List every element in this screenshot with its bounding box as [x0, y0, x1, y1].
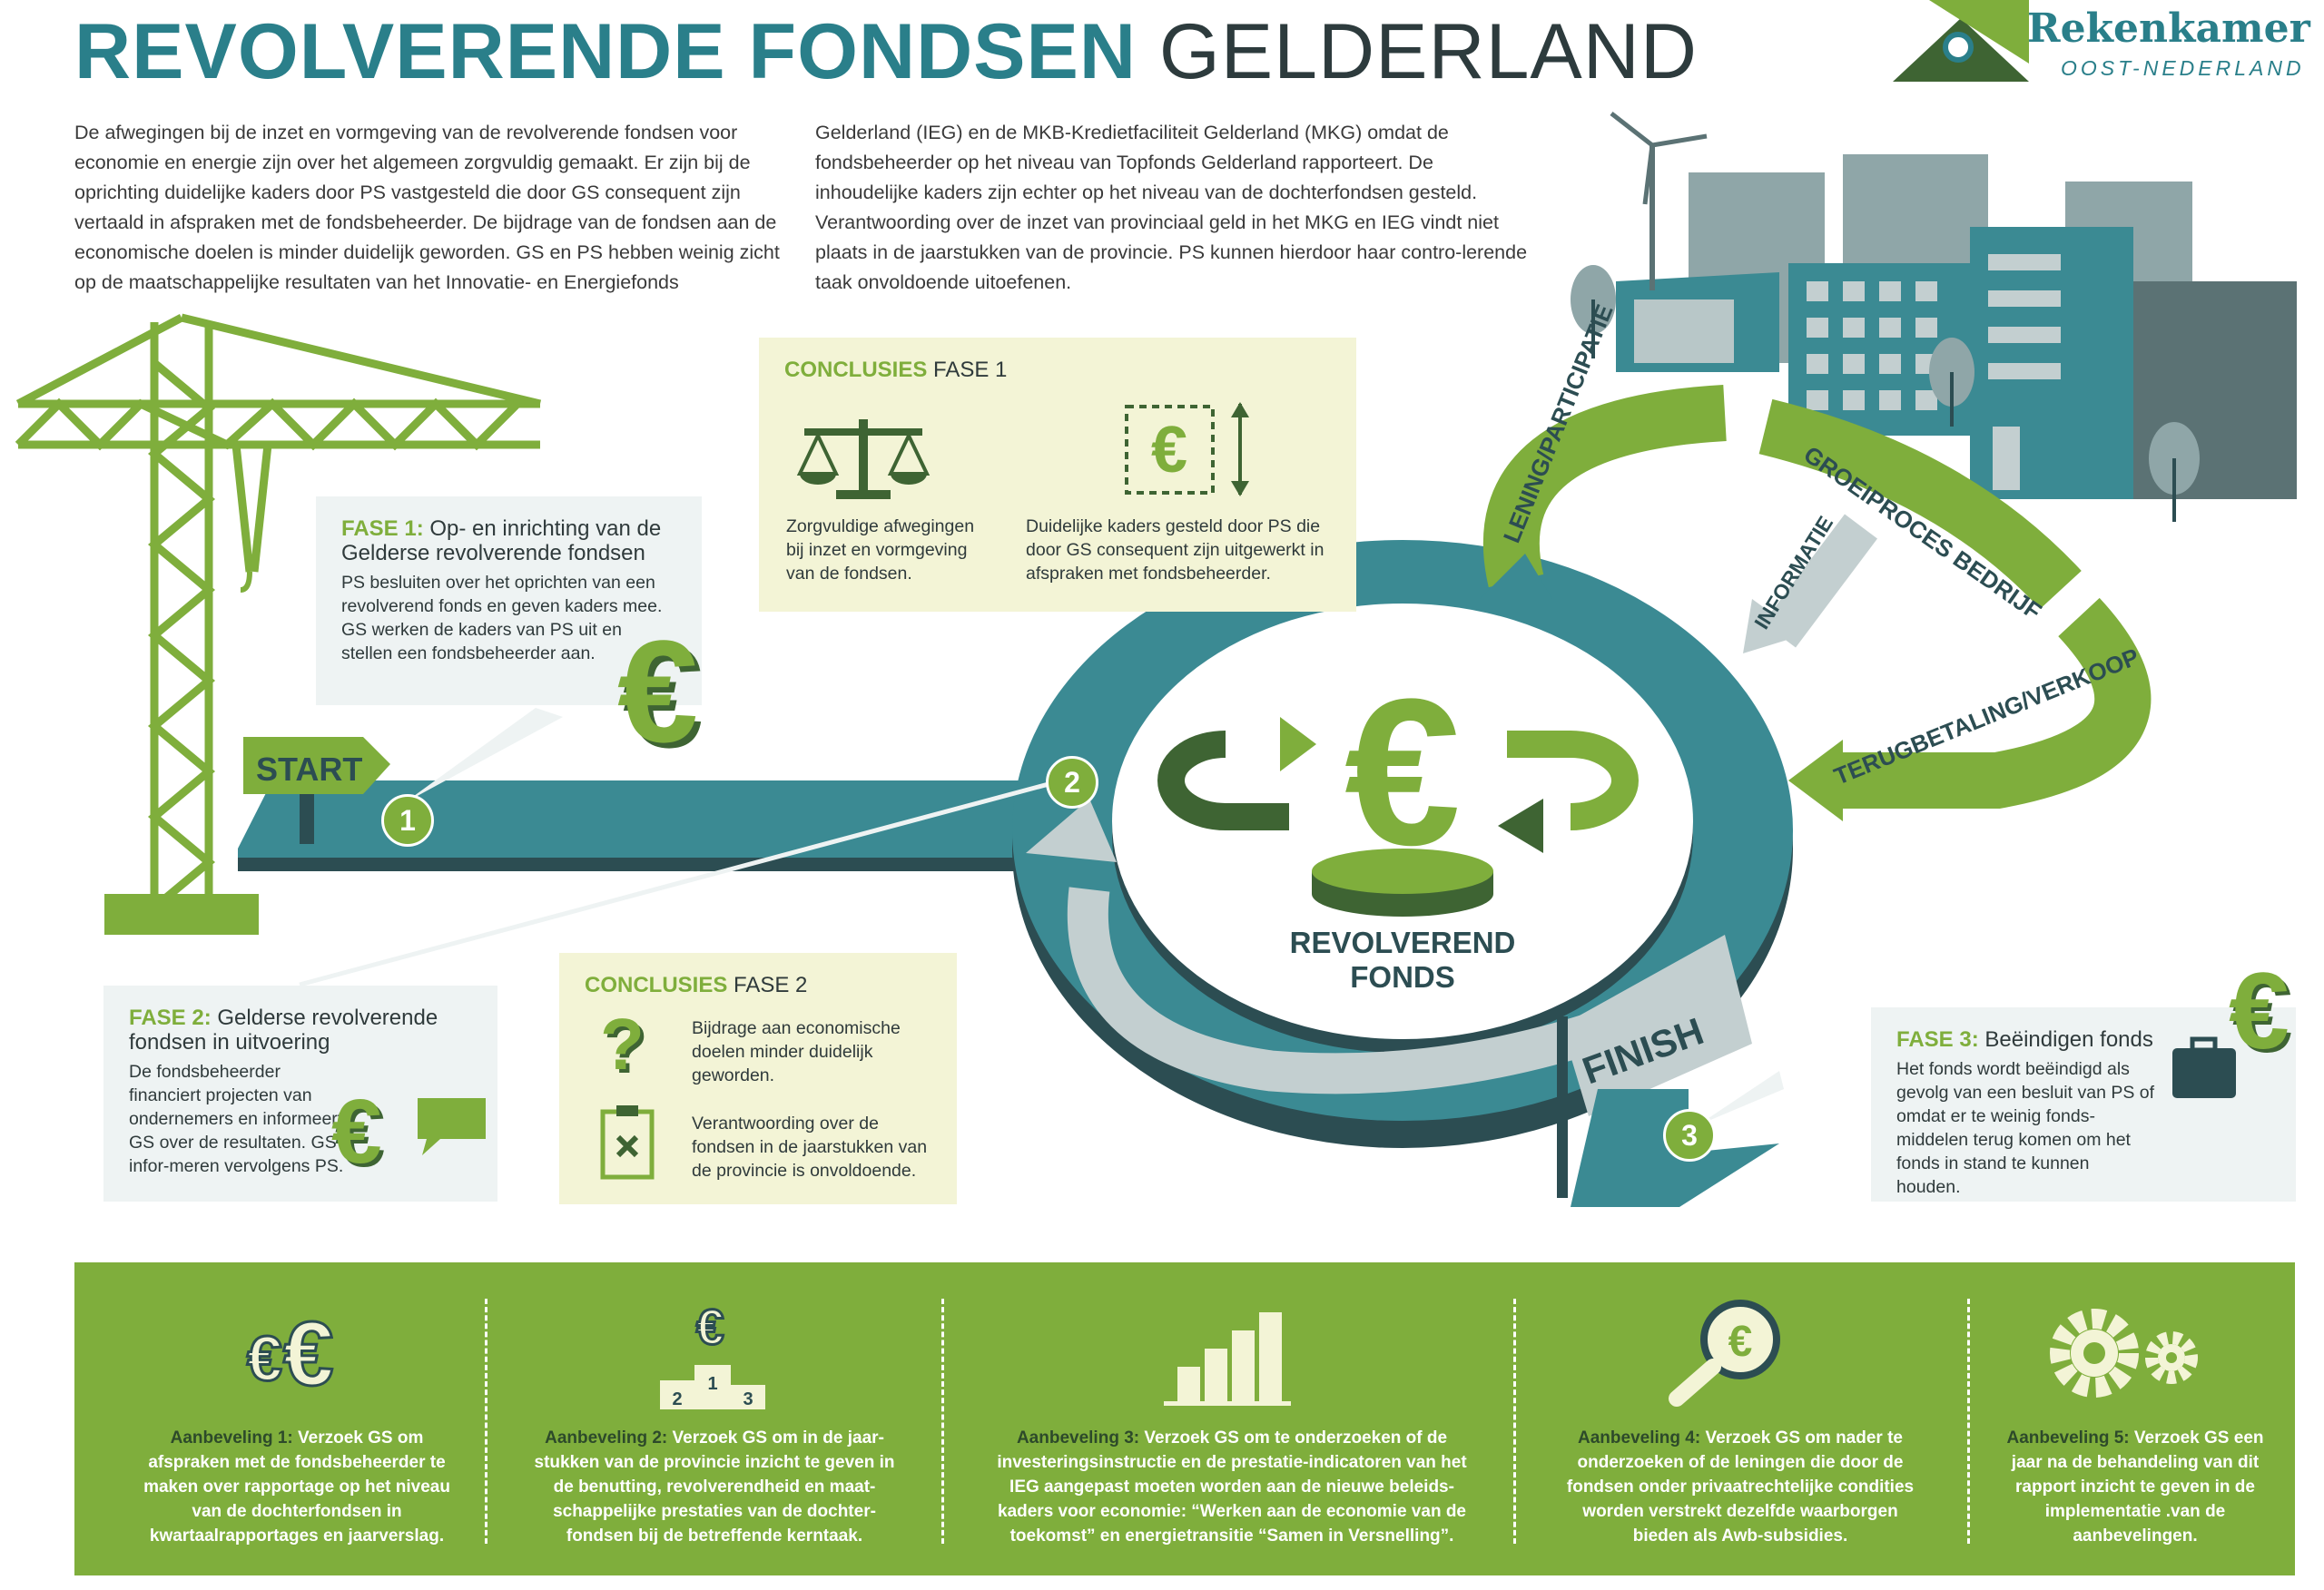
step-badge-1: 1 — [381, 794, 434, 847]
speech-bubble-icon — [418, 1098, 486, 1155]
fase2-title: FASE 2: Gelderse revolverende fondsen in… — [129, 1006, 438, 1055]
euro-character-icon: € — [331, 1081, 382, 1183]
gears-icon — [2050, 1309, 2198, 1398]
conclusies-fase1: CONCLUSIES FASE 1 € Zorgvuldige afweging… — [759, 338, 1356, 612]
road — [238, 780, 1053, 871]
conclusie1-item2: Duidelijke kaders gesteld door PS die do… — [1026, 516, 1324, 584]
fase1-box: FASE 1: Op- en inrichting van de Gelders… — [316, 496, 702, 705]
logo: Rekenkamer OOST-NEDERLAND — [1893, 0, 2310, 86]
fase2-box: FASE 2: Gelderse revolverende fondsen in… — [103, 986, 497, 1202]
logo-sub: OOST-NEDERLAND — [2061, 56, 2305, 80]
clipboard-x-icon — [600, 1105, 655, 1180]
business-loop — [1480, 385, 2152, 821]
scale-icon — [796, 419, 931, 499]
aanbeveling-4: Aanbeveling 4: Verzoek GS om nader te on… — [1566, 1428, 1915, 1546]
fase2-text: De fondsbeheerder financiert projecten v… — [129, 1062, 344, 1176]
fase3-text: Het fonds wordt beëindigd als gevolg van… — [1896, 1059, 2155, 1197]
conclusie1-item1: Zorgvuldige afwegingen bij inzet en vorm… — [786, 516, 975, 584]
logo-mark-icon — [1893, 0, 2029, 82]
svg-text:€: € — [247, 1323, 282, 1394]
bar-chart-icon — [1164, 1312, 1291, 1406]
euro-characters-icon: € € — [246, 1302, 336, 1407]
start-label: START — [256, 751, 362, 788]
svg-text:3: 3 — [743, 1389, 753, 1409]
crane-base — [104, 894, 259, 935]
svg-text:€: € — [283, 1303, 334, 1405]
svg-text:1: 1 — [707, 1374, 717, 1394]
svg-text:€: € — [1344, 655, 1461, 888]
aanbeveling-1: Aanbeveling 1: Verzoek GS om afspraken m… — [143, 1428, 450, 1546]
finish-banner — [1561, 935, 1752, 1116]
svg-text:€: € — [696, 1299, 724, 1355]
svg-text:2: 2 — [672, 1389, 682, 1409]
fase3-box: FASE 3: Beëindigen fonds Het fonds wordt… — [1871, 1007, 2296, 1202]
buildings-illustration — [1571, 112, 2297, 522]
fase3-title: FASE 3: Beëindigen fonds — [1896, 1027, 2153, 1052]
magnifier-euro-icon: € — [1669, 1300, 1780, 1407]
cycle-arrow-icon — [1157, 731, 1289, 830]
aanbeveling-3: Aanbeveling 3: Verzoek GS om te onderzoe… — [997, 1428, 1467, 1546]
step-badge-3: 3 — [1663, 1109, 1716, 1162]
conclusies-fase1-title: CONCLUSIES FASE 1 — [784, 358, 1008, 382]
step-badge-2: 2 — [1046, 756, 1098, 809]
euro-frame-icon: € — [1125, 402, 1249, 496]
euro-character-icon: € — [2229, 950, 2290, 1072]
conclusies-fase2: CONCLUSIES FASE 2 ? Bijdrage aan economi… — [559, 953, 957, 1204]
svg-text:€: € — [1151, 414, 1187, 486]
fase1-text: PS besluiten over het oprichten van een … — [341, 573, 663, 663]
conclusie2-item2: Verantwoording over de fondsen in de jaa… — [692, 1114, 928, 1181]
intro-col2: Gelderland (IEG) en de MKB-Kredietfacili… — [815, 122, 1528, 293]
logo-name: Rekenkamer — [2027, 5, 2310, 52]
center-label: REVOLVEREND FONDS — [1289, 926, 1516, 994]
question-icon: ? — [600, 1004, 645, 1085]
aanbeveling-5: Aanbeveling 5: Verzoek GS een jaar na de… — [2006, 1428, 2264, 1546]
conclusies-fase2-title: CONCLUSIES FASE 2 — [585, 973, 808, 997]
page-title: REVOLVERENDE FONDSEN GELDERLAND — [74, 8, 1698, 95]
fase1-title: FASE 1: Op- en inrichting van de Gelders… — [341, 516, 662, 565]
conclusie2-item1: Bijdrage aan economische doelen minder d… — [692, 1018, 901, 1085]
aanbevelingen-band: € € € 2 1 3 € Aanbeveling 1: Verzoek GS … — [74, 1262, 2295, 1575]
suitcase-icon — [2172, 1036, 2236, 1098]
intro-col1: De afwegingen bij de inzet en vormgeving… — [74, 122, 780, 293]
cycle-arrow-icon — [1507, 731, 1639, 830]
euro-character-icon: € — [617, 610, 698, 772]
euro-statue-icon: € — [1312, 655, 1493, 917]
svg-text:€: € — [1728, 1318, 1753, 1366]
crane-illustration — [15, 313, 542, 917]
podium-icon: € 2 1 3 — [660, 1298, 765, 1409]
aanbeveling-2: Aanbeveling 2: Verzoek GS om in de jaar-… — [534, 1428, 895, 1546]
start-sign — [243, 737, 390, 794]
